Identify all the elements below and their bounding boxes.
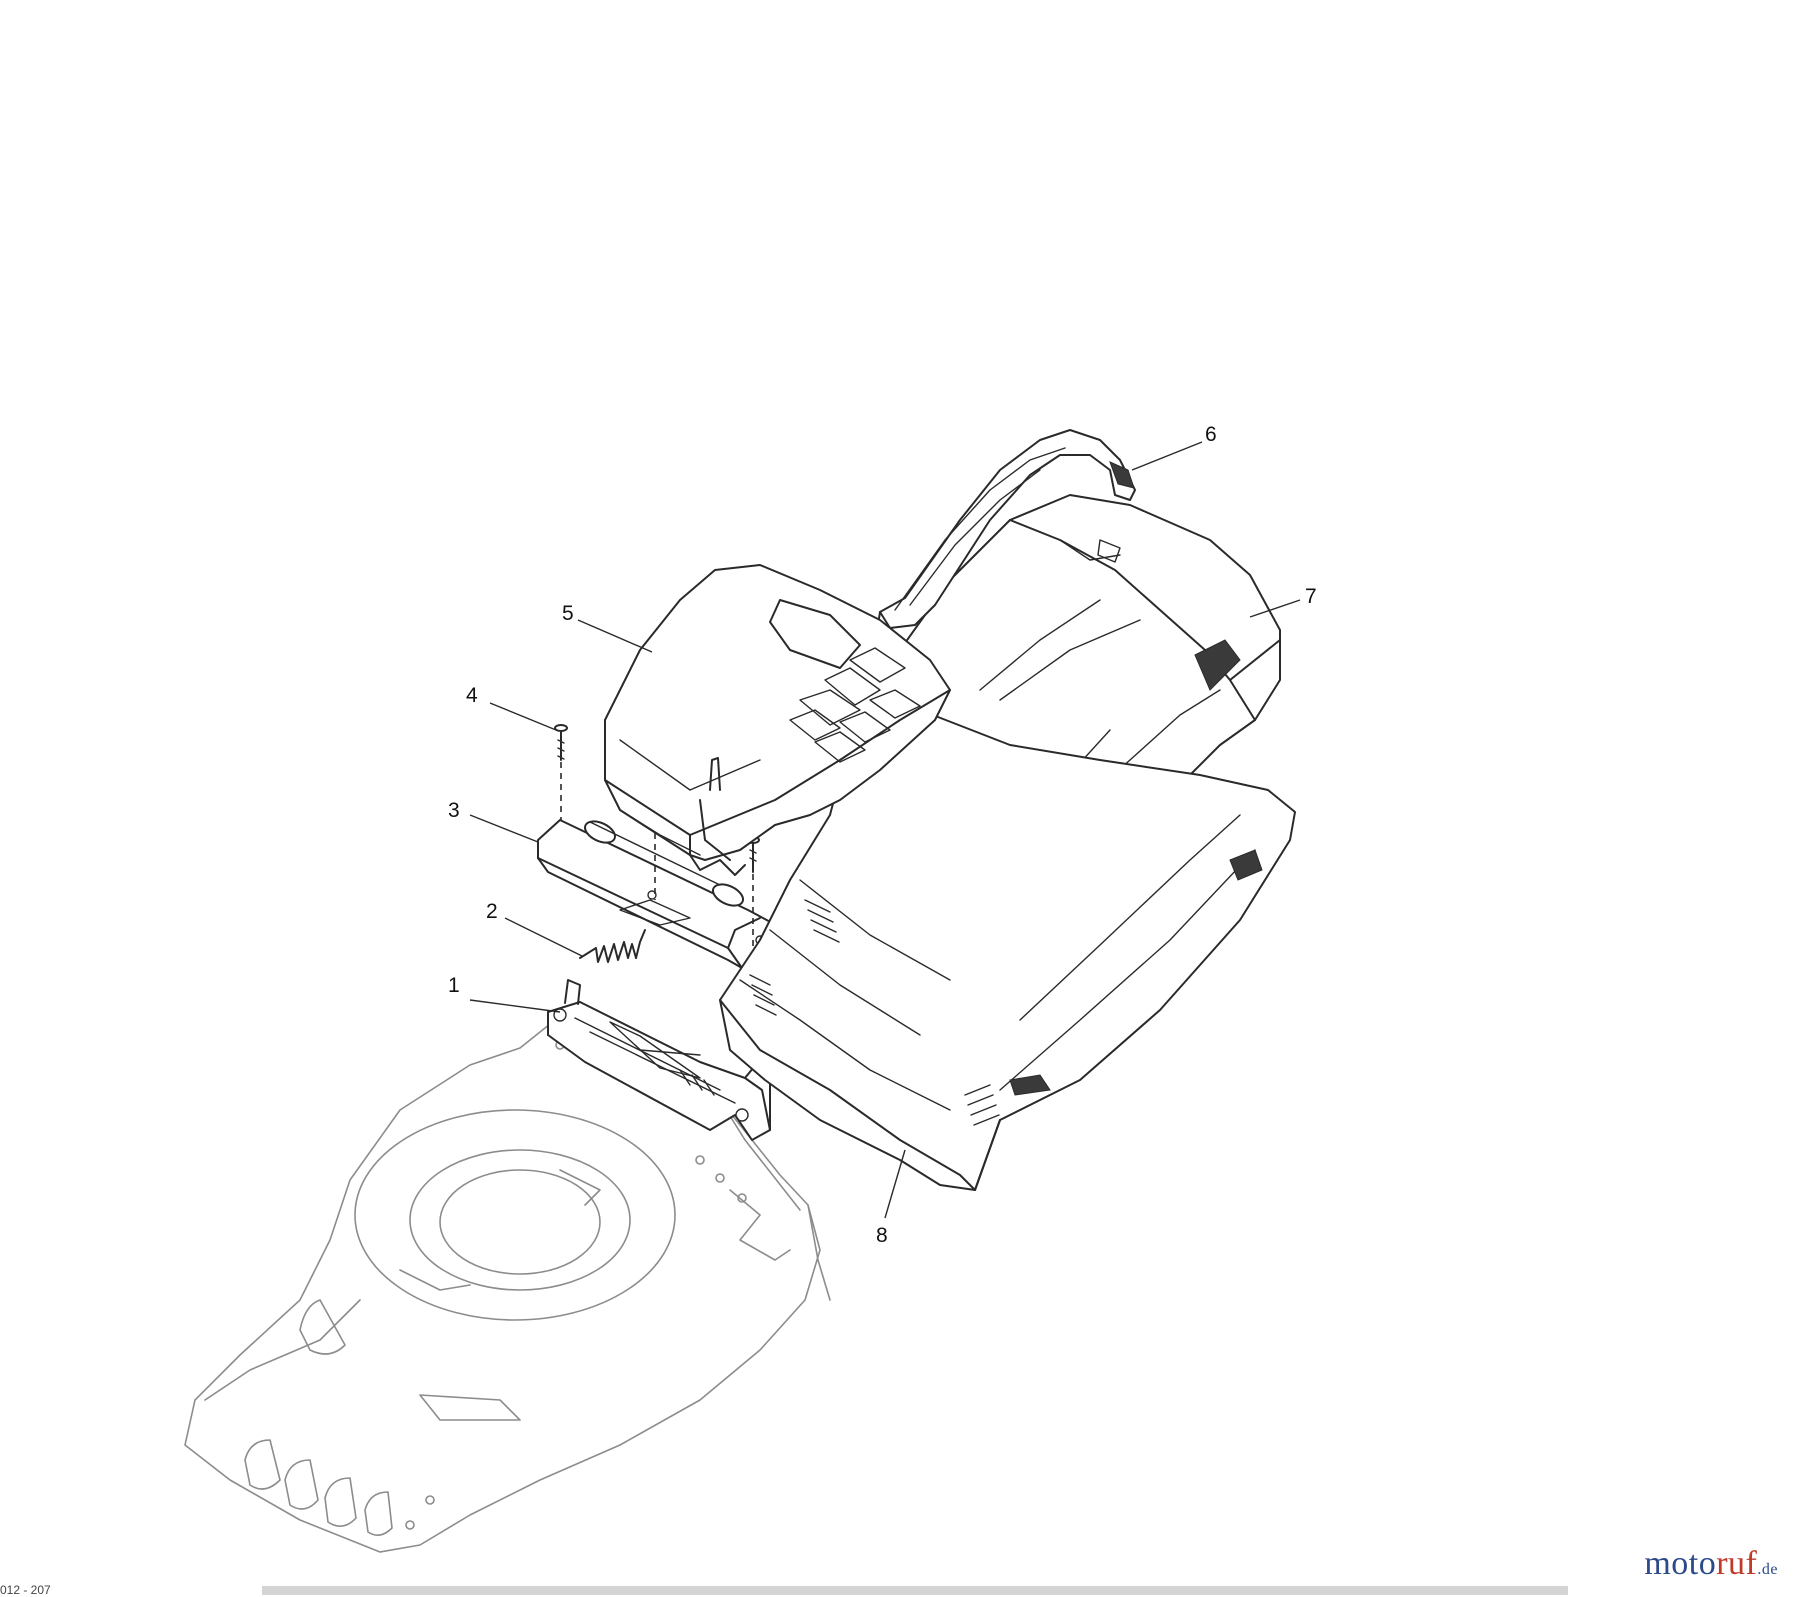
watermark-suffix: .de [1757,1561,1778,1578]
part-3-flap-bar [537,819,777,969]
callout-5: 5 [562,602,574,625]
callout-6: 6 [1205,423,1217,446]
callout-8: 8 [876,1224,888,1247]
callout-7: 7 [1305,585,1317,608]
callout-3: 3 [448,799,460,822]
callout-labels: 1 2 3 4 5 6 7 8 [448,423,1317,1247]
callout-1: 1 [448,974,460,997]
footer-bar [262,1586,1568,1595]
part-5-flap-cover [604,564,951,876]
part-8-grass-box-bottom [719,699,1296,1191]
footer-strip: 012 - 207 [0,1581,1800,1597]
part-2-spring [579,929,646,963]
leader-lines [469,441,1301,1219]
callout-2: 2 [486,900,498,923]
callout-4: 4 [466,684,478,707]
watermark-part2: ruf [1716,1545,1758,1582]
footer-code: 012 - 207 [0,1583,51,1597]
part-1-hinge-bracket [547,979,771,1141]
motoruf-watermark: motoruf.de [1644,1545,1778,1583]
watermark-part1: moto [1644,1545,1717,1582]
